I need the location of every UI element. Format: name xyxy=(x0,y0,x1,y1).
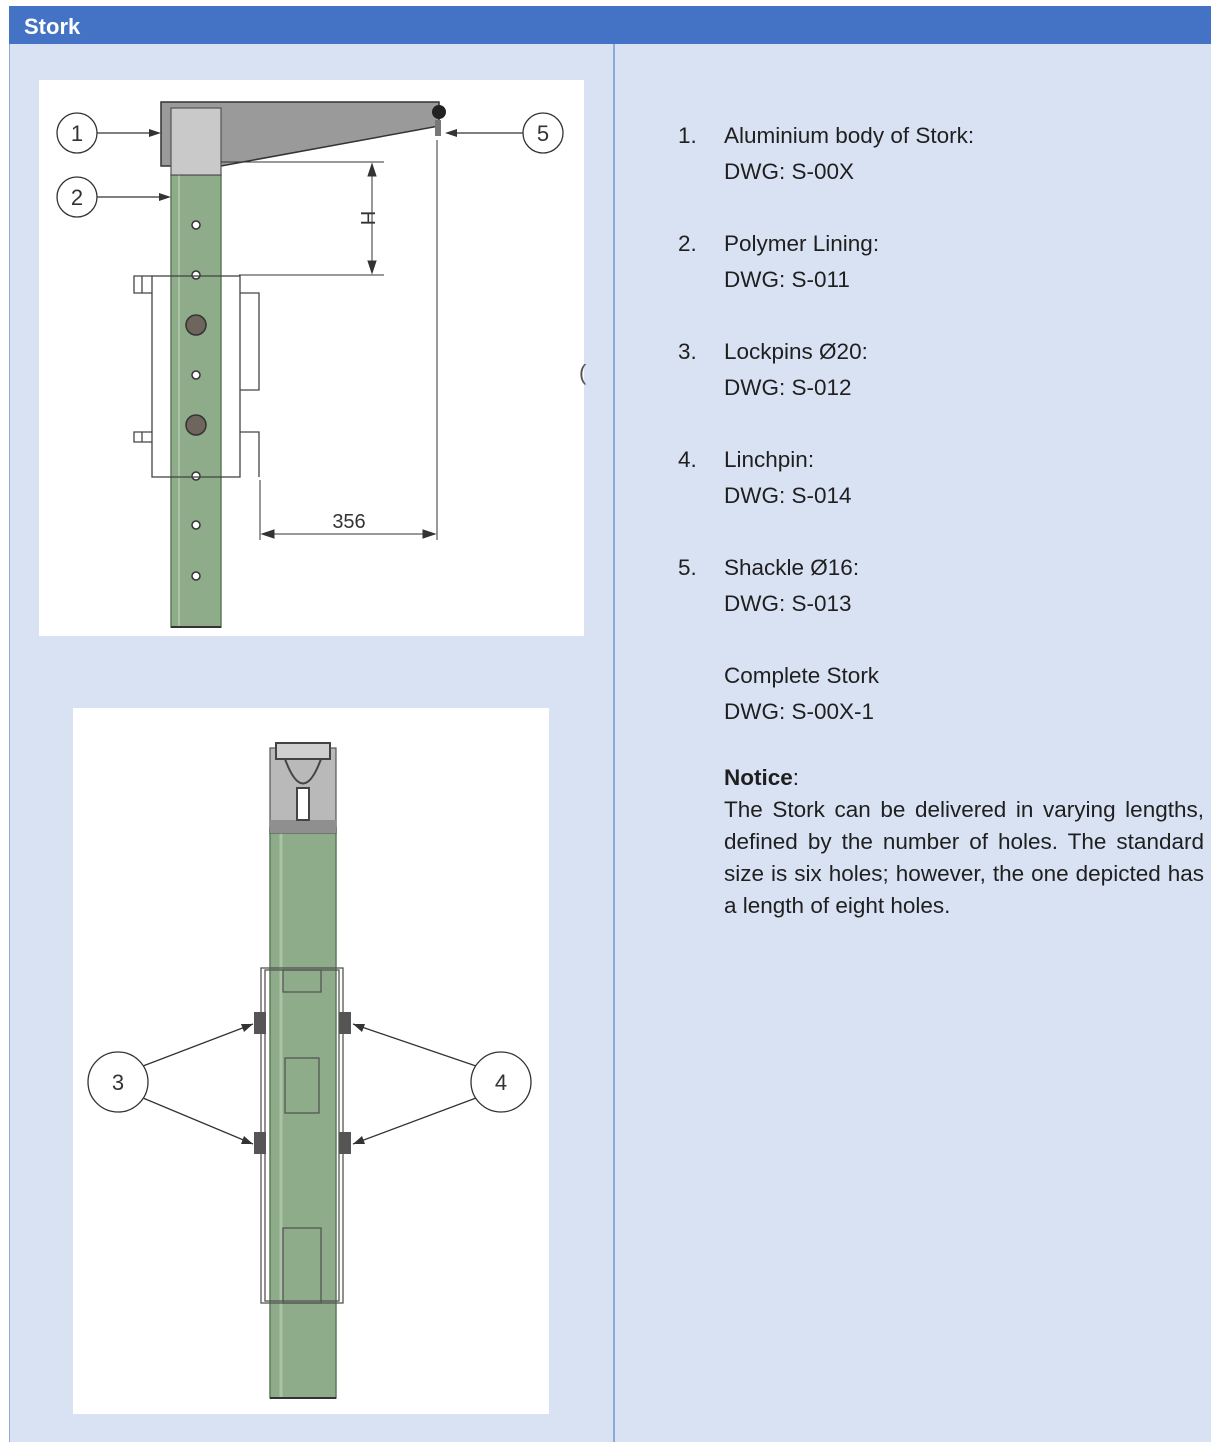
front-view-svg: 3 4 xyxy=(87,742,532,1399)
front-callouts xyxy=(87,1023,532,1145)
part-dwg: DWG: S-00X xyxy=(724,159,855,184)
complete-name: Complete Stork xyxy=(724,663,880,688)
width-dimension-label: 356 xyxy=(332,511,365,533)
shackle-eye xyxy=(432,105,446,119)
list-number: 1. xyxy=(678,123,697,148)
right-table-cell xyxy=(615,44,1211,1442)
callout-arrowheads xyxy=(149,129,457,201)
front-arrowheads xyxy=(241,1024,365,1144)
callout-5: 5 xyxy=(537,121,549,146)
part-dwg: DWG: S-012 xyxy=(724,375,852,400)
notice-colon: : xyxy=(792,765,800,790)
lockpin-lower xyxy=(185,414,207,436)
list-number: 2. xyxy=(678,231,697,256)
list-number: 3. xyxy=(678,339,697,364)
notice-block: Notice: The Stork can be delivered in va… xyxy=(724,762,1204,922)
pin-clusters xyxy=(254,1012,351,1154)
part-dwg: DWG: S-013 xyxy=(724,591,852,616)
stray-mark: ( xyxy=(579,360,587,385)
part-name: Aluminium body of Stork: xyxy=(724,123,975,148)
part-name: Polymer Lining: xyxy=(724,231,880,256)
part-name: Lockpins Ø20: xyxy=(724,339,868,364)
complete-dwg: DWG: S-00X-1 xyxy=(724,699,875,724)
aluminium-sleeve xyxy=(170,107,222,176)
callout-2: 2 xyxy=(71,185,83,210)
column-divider xyxy=(613,44,615,1442)
part-dwg: DWG: S-011 xyxy=(724,267,850,292)
notice-heading: Notice: xyxy=(724,762,1204,794)
shackle-pin xyxy=(435,120,441,136)
list-number: 5. xyxy=(678,555,697,580)
stork-side-view-drawing: H 356 1 2 5 xyxy=(39,80,584,636)
part-name: Linchpin: xyxy=(724,447,815,472)
table-left-border xyxy=(9,44,10,1442)
notice-label: Notice xyxy=(724,765,793,790)
table-header-bar: Stork xyxy=(9,6,1211,44)
callout-bubbles xyxy=(56,112,564,218)
callout-3: 3 xyxy=(112,1070,124,1095)
mount-bracket xyxy=(133,275,260,478)
dimension-lines xyxy=(221,140,438,540)
height-dimension-label: H xyxy=(356,211,378,225)
aluminium-body-arm xyxy=(160,101,440,167)
callout-1: 1 xyxy=(71,121,83,146)
list-number: 4. xyxy=(678,447,697,472)
part-dwg: DWG: S-014 xyxy=(724,483,852,508)
shackle-top xyxy=(275,742,331,821)
stork-front-view-drawing: 3 4 xyxy=(73,708,549,1414)
notice-text: The Stork can be delivered in varying le… xyxy=(724,797,1204,918)
part-name: Shackle Ø16: xyxy=(724,555,860,580)
pole-holes xyxy=(191,220,201,581)
callout-4: 4 xyxy=(495,1070,507,1095)
side-view-svg: H 356 1 2 5 xyxy=(56,101,564,628)
section-title: Stork xyxy=(24,14,81,39)
lockpin-upper xyxy=(185,314,207,336)
